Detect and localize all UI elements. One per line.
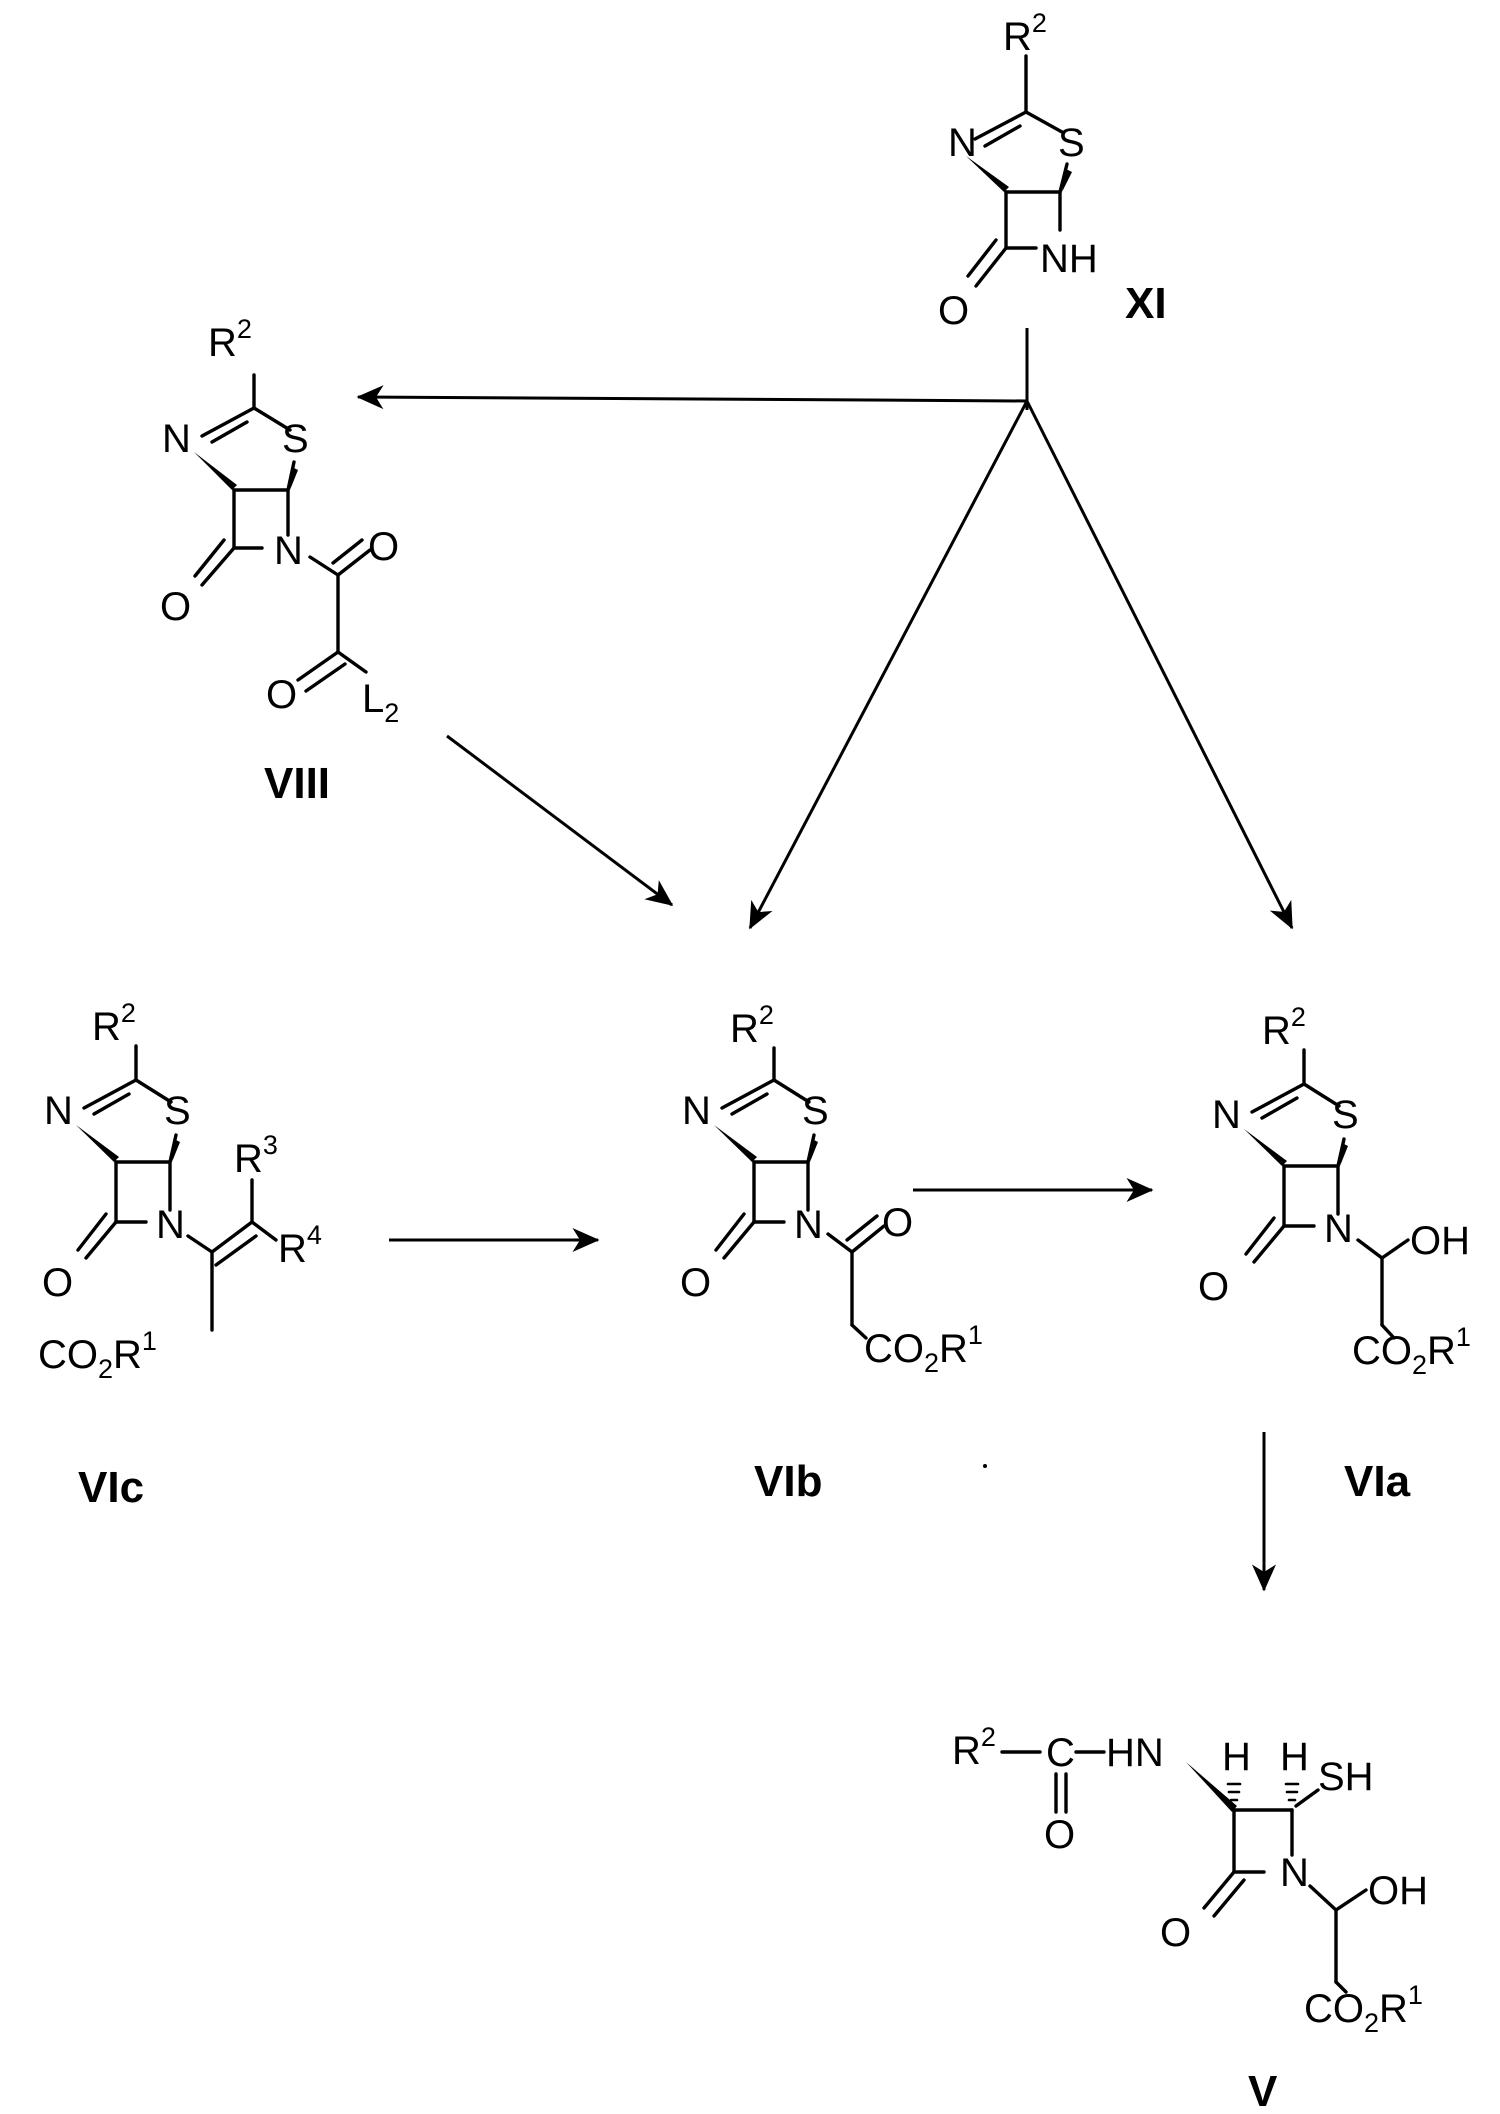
ring-bonds: [1246, 1050, 1408, 1338]
r3-group: R3: [234, 1130, 278, 1181]
ring-nitrogen: N: [274, 529, 303, 573]
amide-oxygen: O: [1044, 1813, 1075, 1857]
scan-speck: [983, 1464, 987, 1468]
ester-group: CO2R1: [38, 1326, 157, 1384]
hydroxyl-group: OH: [1410, 1219, 1470, 1263]
r2-group: R2: [952, 1722, 996, 1773]
nitrogen-atom: N: [44, 1089, 73, 1133]
ring-nitrogen: N: [156, 1203, 185, 1247]
compound-label-vib: VIb: [754, 1457, 822, 1506]
ring-bonds: [1002, 1752, 1366, 1992]
acyl-oxygen: O: [882, 1201, 913, 1245]
arrow-xi-to-via: [1027, 401, 1292, 928]
arrow-xi-to-vib: [750, 401, 1027, 928]
keto-oxygen: O: [266, 673, 297, 717]
compound-vic: R2 N S O N R3 R4 CO2R1 VIc: [38, 998, 322, 1512]
sulfur-atom: S: [802, 1089, 829, 1133]
stereo-wedge: [76, 1125, 119, 1162]
ester-group: CO2R1: [1352, 1322, 1471, 1380]
carbonyl-oxygen: O: [42, 1261, 73, 1305]
leaving-group-l2: L2: [362, 677, 399, 728]
compound-vib: R2 N S O N O CO2R1 VIb: [680, 1000, 983, 1506]
hydrogen-atom: H: [1222, 1735, 1251, 1779]
sulfur-atom: S: [164, 1089, 191, 1133]
compound-label-via: VIa: [1344, 1457, 1411, 1506]
compound-label-xi: XI: [1125, 279, 1167, 328]
sulfur-atom: S: [1332, 1093, 1359, 1137]
r2-group: R2: [92, 998, 136, 1049]
carbonyl-oxygen: O: [1198, 1265, 1229, 1309]
arrows: [358, 328, 1292, 1590]
stereo-wedge: [714, 1125, 757, 1162]
sulfur-atom: S: [1058, 121, 1085, 165]
hydroxyl-group: OH: [1368, 1869, 1428, 1913]
nh-group: NH: [1040, 237, 1098, 281]
arrow-xi-to-viii: [358, 397, 1027, 401]
hashed-bond: [1228, 1784, 1240, 1800]
compound-via: R2 N S O N OH CO2R1 VIa: [1198, 1002, 1471, 1506]
arrow-viii-to-vib: [447, 736, 672, 905]
r2-group: R2: [1003, 8, 1047, 59]
nitrogen-atom: N: [1212, 1093, 1241, 1137]
ester-group: CO2R1: [1304, 1980, 1423, 2038]
hn-group: HN: [1106, 1731, 1164, 1775]
r2-group: R2: [1262, 1002, 1306, 1053]
hashed-bond: [1286, 1784, 1298, 1800]
carbonyl-oxygen: O: [160, 585, 191, 629]
r2-group: R2: [208, 314, 252, 365]
amide-carbon: C: [1046, 1731, 1075, 1775]
thiol-group: SH: [1318, 1755, 1374, 1799]
ring-bonds: [716, 1048, 884, 1338]
compound-xi: R2 N S O NH XI: [938, 8, 1167, 333]
compound-label-viii: VIII: [264, 759, 330, 808]
sulfur-atom: S: [282, 417, 309, 461]
r4-group: R4: [278, 1220, 322, 1271]
carbonyl-oxygen: O: [938, 289, 969, 333]
r2-group: R2: [730, 1000, 774, 1051]
ring-nitrogen: N: [1280, 1851, 1309, 1895]
nitrogen-atom: N: [162, 417, 191, 461]
ring-nitrogen: N: [794, 1203, 823, 1247]
acyl-oxygen: O: [368, 525, 399, 569]
nitrogen-atom: N: [948, 121, 977, 165]
ring-nitrogen: N: [1324, 1207, 1353, 1251]
stereo-wedge: [194, 452, 237, 490]
compound-v: R2 C O HN H H SH O N OH CO2R1 V: [952, 1722, 1428, 2114]
nitrogen-atom: N: [682, 1089, 711, 1133]
compound-label-v: V: [1248, 2067, 1278, 2114]
compound-viii: R2 N S O N O O L2 VIII: [160, 314, 399, 808]
compound-label-vic: VIc: [78, 1463, 144, 1512]
carbonyl-oxygen: O: [1160, 1911, 1191, 1955]
ester-group: CO2R1: [864, 1320, 983, 1378]
stereo-wedge: [1244, 1129, 1287, 1166]
hydrogen-atom: H: [1280, 1735, 1309, 1779]
carbonyl-oxygen: O: [680, 1261, 711, 1305]
